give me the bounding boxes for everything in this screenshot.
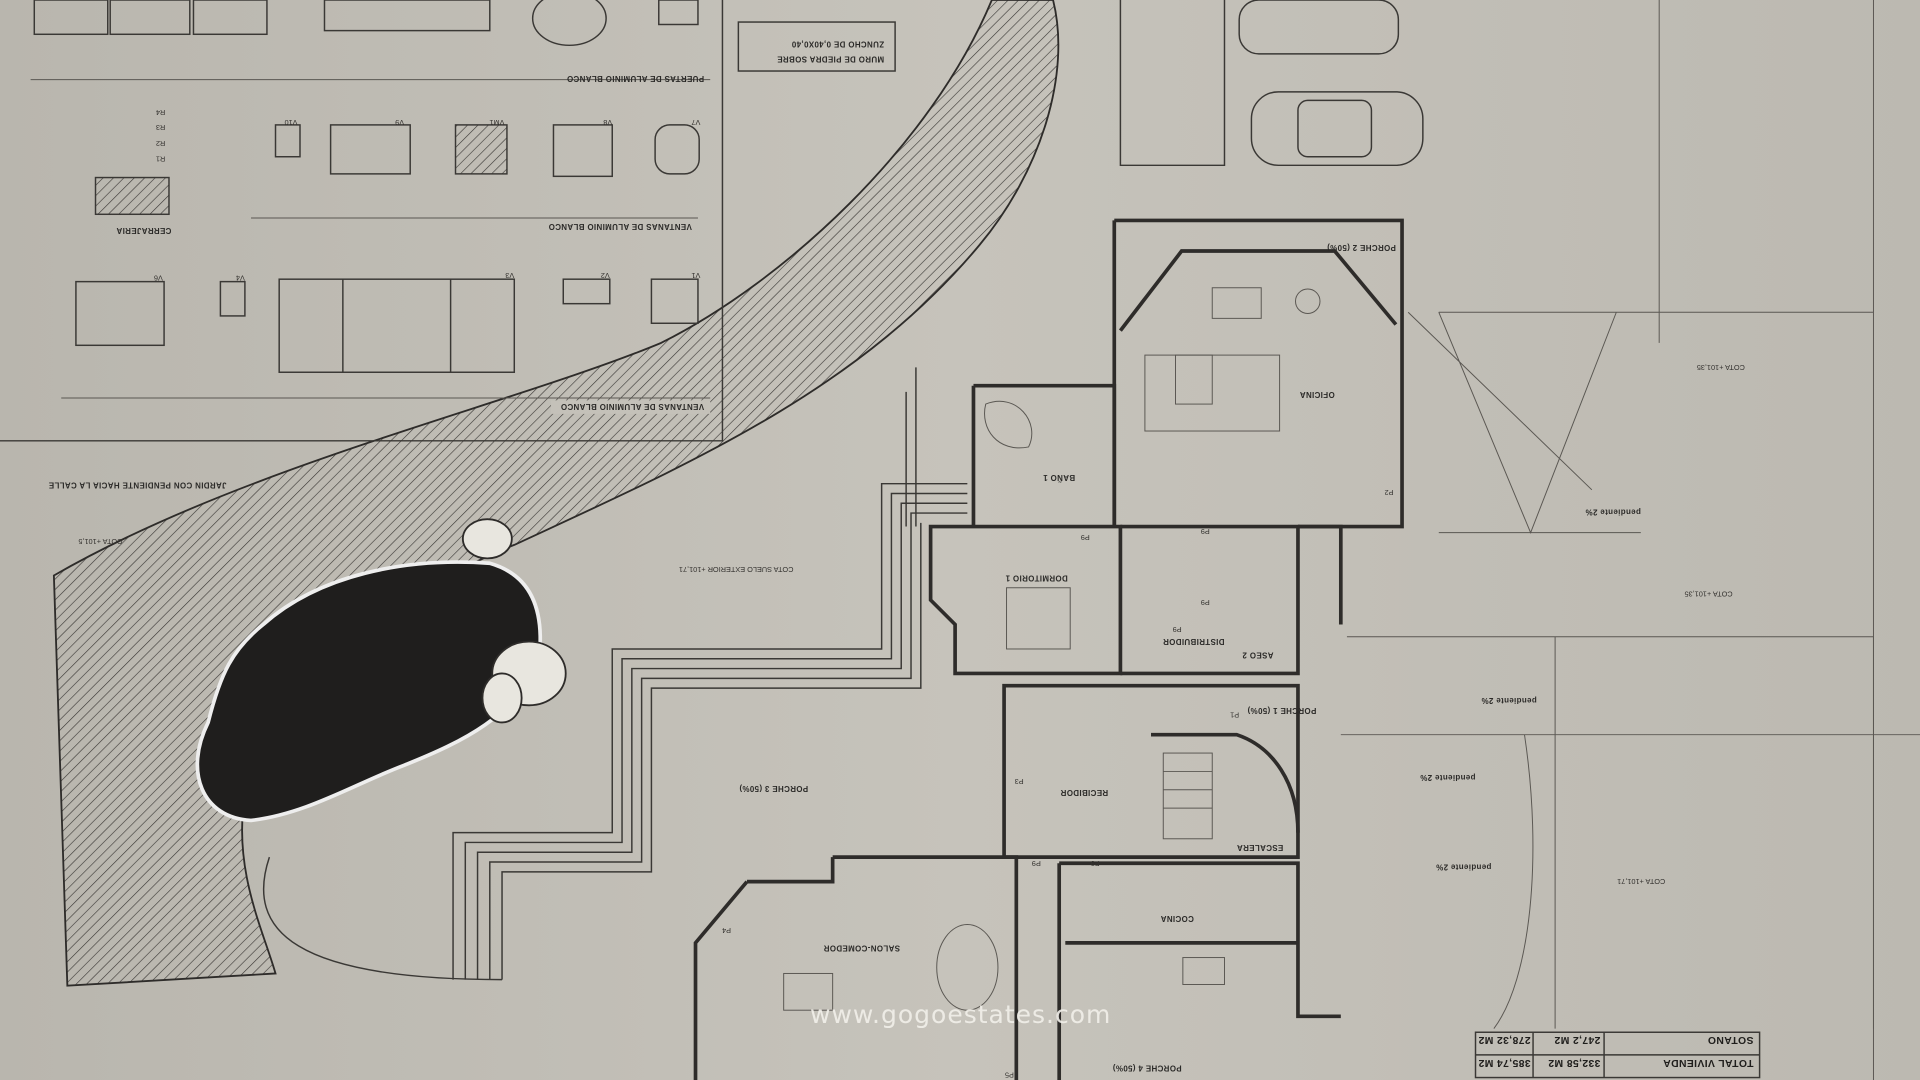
- legend-windows-title-2: VENTANAS DE ALUMINIO BLANCO: [561, 402, 705, 411]
- room-office: OFICINA: [1299, 390, 1334, 399]
- window-code: V4: [236, 274, 245, 283]
- legend-grille-title: CERRAJERIA: [116, 226, 171, 235]
- pool-rocks: [461, 518, 567, 724]
- wall-note-box: [737, 21, 896, 72]
- slope-label: pendiente 2%: [1481, 696, 1537, 705]
- room-stairs: ESCALERA: [1237, 843, 1284, 852]
- door-code: P1: [1230, 711, 1239, 720]
- window-code: V9: [395, 118, 404, 127]
- window-code: V10: [285, 118, 298, 127]
- house-details: [783, 0, 1920, 1080]
- carpentry-legend: PUERTAS DE ALUMINIO BLANCO VENTANAS DE A…: [0, 0, 724, 442]
- room-living: SALON-COMEDOR: [823, 943, 900, 952]
- slope-label: pendiente 2%: [1585, 507, 1641, 516]
- door-code: P9: [1201, 598, 1210, 607]
- terrace-steps: [452, 367, 968, 980]
- window-code: V3: [505, 271, 514, 280]
- door-code: P3: [1015, 777, 1024, 786]
- room-toilet2: ASEO 2: [1242, 651, 1274, 660]
- room-porch1: PORCHE 1 (50%): [1247, 706, 1316, 715]
- table-row-total: 385,74 M2: [1478, 1057, 1530, 1068]
- window-code: V6: [154, 274, 163, 283]
- table-row-total: 278,32 M2: [1478, 1034, 1530, 1045]
- slope-label: pendiente 2%: [1436, 862, 1492, 871]
- house-walls: [693, 218, 1404, 1080]
- window-code: R4: [156, 108, 165, 117]
- door-code: P9: [1201, 527, 1210, 536]
- exterior-level: COTA SUELO EXTERIOR +101,71: [679, 565, 794, 574]
- legend-windows-title: VENTANAS DE ALUMINIO BLANCO: [548, 222, 692, 231]
- table-row-label: TOTAL VIVIENDA: [1663, 1057, 1754, 1068]
- wall-note-line2: ZUNCHO DE 0,40X0,40: [791, 40, 884, 49]
- watermark: www.gogoestates.com: [810, 1000, 1112, 1029]
- room-bedroom: DORMITORIO 1: [1005, 574, 1068, 583]
- parked-cars: [1119, 0, 1424, 167]
- room-porch4: PORCHE 4 (50%): [1113, 1063, 1182, 1072]
- window-code: V8: [603, 118, 612, 127]
- legend-title-backing: [551, 400, 711, 414]
- door-code: P4: [722, 926, 731, 935]
- slope-label: pendiente 2%: [1420, 773, 1476, 782]
- area-table: SOTANO 247,2 M2 278,32 M2 TOTAL VIVIENDA…: [1474, 1031, 1761, 1079]
- room-kitchen: COCINA: [1160, 914, 1194, 923]
- swimming-pool: [195, 560, 543, 823]
- door-code: P5: [1005, 1071, 1014, 1080]
- window-code: VM1: [489, 118, 504, 127]
- level-label: COTA +101,35: [1697, 363, 1745, 372]
- level-label: COTA +101,71: [1617, 877, 1665, 886]
- door-code: P9: [1091, 859, 1100, 868]
- window-code: V7: [691, 118, 700, 127]
- garden-note: JARDIN CON PENDIENTE HACIA LA CALLE: [48, 480, 226, 489]
- room-bath1: BAÑO 1: [1043, 473, 1075, 482]
- window-code: V1: [691, 271, 700, 280]
- window-code: R1: [156, 155, 165, 164]
- legend-doors-title: PUERTAS DE ALUMINIO BLANCO: [567, 74, 704, 83]
- window-code: R2: [156, 139, 165, 148]
- door-code: P9: [1173, 625, 1182, 634]
- level-left: COTA +101,5: [78, 537, 122, 546]
- window-code: V2: [601, 271, 610, 280]
- room-entrance: RECIBIDOR: [1060, 788, 1108, 797]
- room-porch3: PORCHE 3 (50%): [739, 784, 808, 793]
- table-row-built: 247,2 M2: [1554, 1034, 1600, 1045]
- room-hall: DISTRIBUIDOR: [1163, 637, 1225, 646]
- table-row-built: 332,58 M2: [1548, 1057, 1600, 1068]
- wall-note-line1: MURO DE PIEDRA SOBRE: [777, 54, 884, 63]
- door-code: P9: [1081, 533, 1090, 542]
- table-row-label: SOTANO: [1708, 1034, 1754, 1045]
- window-code: R3: [156, 123, 165, 132]
- room-porch2: PORCHE 2 (50%): [1327, 243, 1396, 252]
- level-label: COTA +101,35: [1685, 589, 1733, 598]
- door-code: P2: [1385, 488, 1394, 497]
- door-code: P9: [1032, 859, 1041, 868]
